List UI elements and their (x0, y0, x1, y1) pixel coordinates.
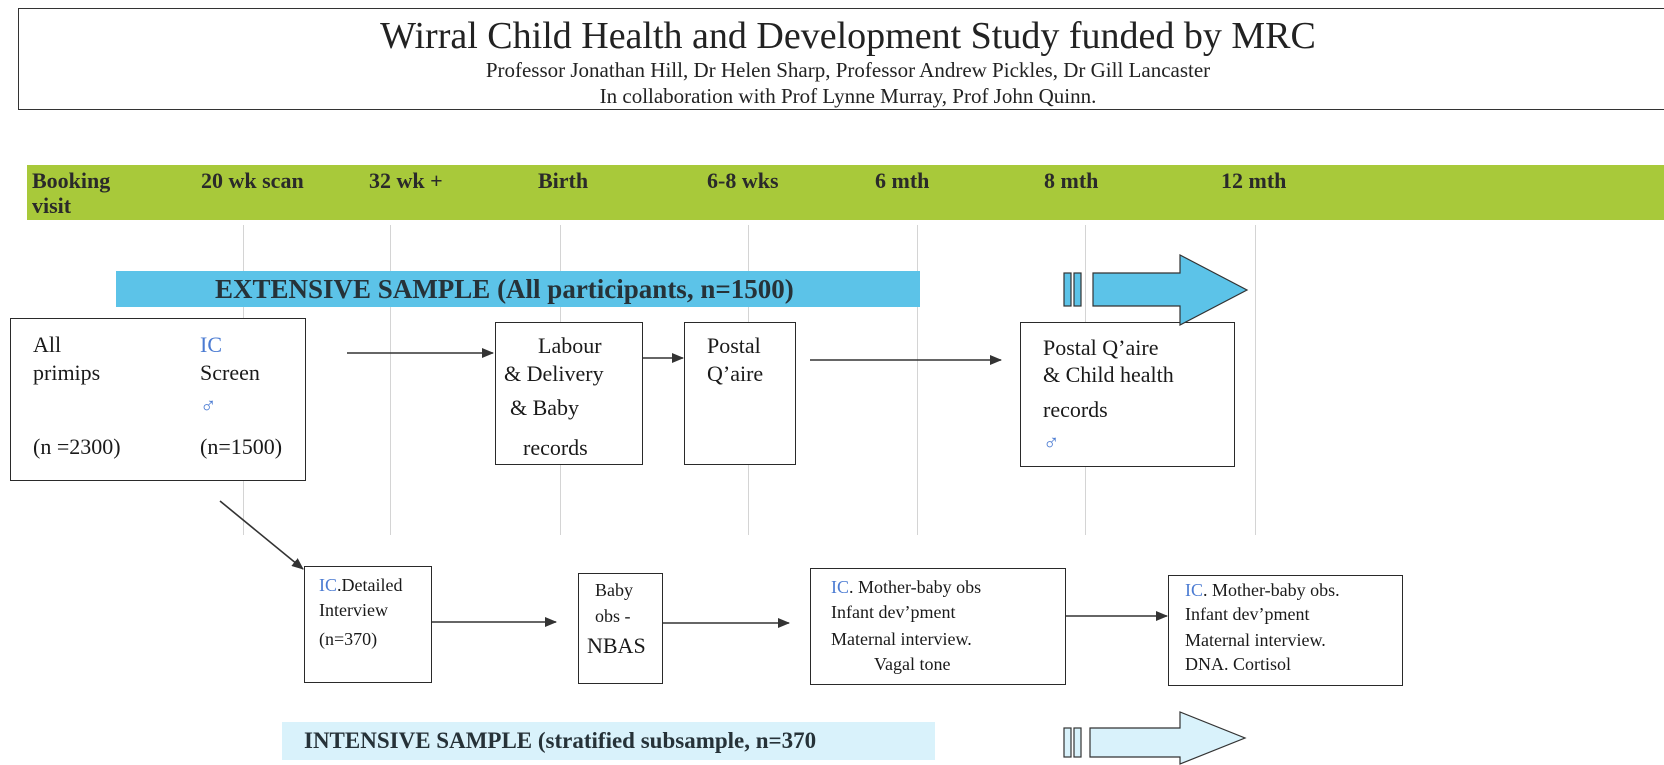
timeline-birth: Birth (538, 168, 589, 193)
postal-child-line2: & Child health (1043, 362, 1174, 387)
arrow-screen-to-detailed (219, 500, 304, 570)
timeline-bar (27, 165, 1664, 220)
mb2-line4: DNA. Cortisol (1185, 654, 1292, 674)
all-primips-line1: All (33, 332, 62, 357)
detailed-line3: (n=370) (319, 629, 378, 649)
mb1-ic-label: IC (831, 577, 849, 597)
timeline-booking-line1: Booking (32, 168, 111, 193)
mb2-label: . Mother-baby obs. (1203, 580, 1340, 600)
labour-delivery-box: Labour & Delivery & Baby records (495, 322, 643, 465)
male-symbol-icon: ♂ (200, 393, 217, 418)
mb1-line3: Maternal interview. (831, 629, 972, 649)
screening-box: All primips (n =2300) IC Screen ♂ (n=150… (10, 318, 306, 481)
detailed-interview-box: IC.Detailed Interview (n=370) (304, 566, 432, 683)
postal-child-line1: Postal Q’aire (1043, 335, 1159, 360)
guide-line (1255, 225, 1256, 535)
collaboration-line: In collaboration with Prof Lynne Murray,… (599, 83, 1097, 108)
guide-line (917, 225, 918, 535)
mb1-line4: Vagal tone (874, 654, 951, 674)
timeline-12mth: 12 mth (1221, 168, 1287, 193)
postal-child-health-box: Postal Q’aire & Child health records ♂ (1020, 322, 1235, 467)
detailed-line2: Interview (319, 600, 388, 620)
mb2-line3: Maternal interview. (1185, 630, 1326, 650)
timeline-booking-visit: Booking visit (32, 168, 110, 218)
timeline-32wk: 32 wk + (369, 168, 443, 193)
baby-obs-box: Baby obs - NBAS (578, 573, 663, 684)
baby-obs-line2: obs - (595, 606, 631, 626)
title-box: Wirral Child Health and Development Stud… (18, 8, 1664, 110)
screen-n: (n=1500) (200, 434, 283, 459)
all-primips-line2: primips (33, 360, 101, 385)
screen-ic-label: IC (200, 332, 222, 357)
baby-obs-line1: Baby (595, 580, 633, 600)
labour-line4: records (523, 435, 588, 460)
timeline-6mth: 6 mth (875, 168, 930, 193)
timeline-8mth: 8 mth (1044, 168, 1099, 193)
mother-baby-obs-6mth-box: IC. Mother-baby obs Infant dev’pment Mat… (810, 568, 1066, 685)
mb2-line2: Infant dev’pment (1185, 604, 1310, 624)
mother-baby-obs-12mth-box: IC. Mother-baby obs. Infant dev’pment Ma… (1168, 575, 1403, 686)
male-symbol-icon: ♂ (1043, 430, 1060, 455)
screen-label: Screen (200, 360, 260, 385)
page-title: Wirral Child Health and Development Stud… (380, 15, 1316, 57)
postal-child-line3: records (1043, 397, 1108, 422)
mb1-label: . Mother-baby obs (849, 577, 982, 597)
extensive-sample-banner: EXTENSIVE SAMPLE (All participants, n=15… (116, 271, 920, 307)
all-primips-n: (n =2300) (33, 434, 121, 459)
intensive-block-arrow (1063, 711, 1247, 765)
labour-line3: & Baby (510, 395, 580, 420)
mb1-line1: IC. Mother-baby obs (831, 575, 981, 600)
mb2-line1: IC. Mother-baby obs. (1185, 578, 1340, 603)
postal-qaire-box: Postal Q’aire (684, 322, 796, 465)
postal-line2: Q’aire (707, 361, 764, 386)
labour-line2: & Delivery (504, 361, 604, 386)
guide-line (390, 225, 391, 535)
detailed-line1: IC.Detailed (319, 573, 402, 598)
intensive-sample-banner: INTENSIVE SAMPLE (stratified subsample, … (282, 722, 935, 760)
timeline-6-8wks: 6-8 wks (707, 168, 779, 193)
detailed-label: .Detailed (337, 575, 403, 595)
postal-line1: Postal (707, 333, 761, 358)
mb2-ic-label: IC (1185, 580, 1203, 600)
detailed-ic-label: IC (319, 575, 337, 595)
investigators-line: Professor Jonathan Hill, Dr Helen Sharp,… (485, 57, 1211, 82)
timeline-booking-line2: visit (32, 193, 72, 218)
all-primips-label: All primips (33, 331, 100, 387)
timeline-20wk-scan: 20 wk scan (201, 168, 304, 193)
extensive-block-arrow (1063, 254, 1249, 326)
baby-obs-line3: NBAS (587, 633, 646, 658)
mb1-line2: Infant dev’pment (831, 602, 956, 622)
labour-line1: Labour (538, 333, 602, 358)
